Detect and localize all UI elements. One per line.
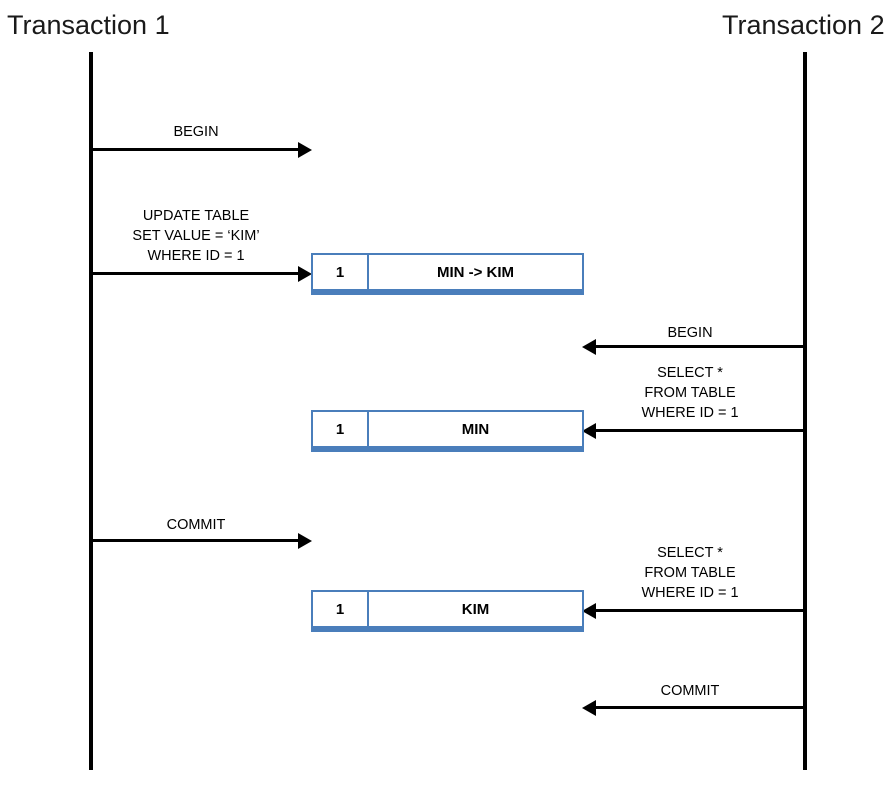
record-value-cell: MIN: [461, 420, 490, 438]
lifeline-transaction-1: [89, 52, 93, 770]
record-id-cell: 1: [313, 255, 369, 289]
message-label-t1-commit: COMMIT: [166, 517, 226, 533]
record-box-read-new: 1 KIM: [311, 590, 584, 628]
message-label-t1-update: UPDATE TABLE SET VALUE = ‘KIM’ WHERE ID …: [132, 208, 260, 264]
arrowhead-left-icon-t2-select-1: [582, 422, 596, 439]
message-line-t1-commit: [91, 539, 298, 542]
arrowhead-right-icon-t1-update: [298, 265, 312, 282]
message-line-t1-update: [91, 272, 298, 275]
lifeline-transaction-2: [803, 52, 807, 770]
arrowhead-left-icon-t2-select-2: [582, 602, 596, 619]
message-label-t2-select-2: SELECT * FROM TABLE WHERE ID = 1: [641, 545, 739, 601]
record-box-update: 1 MIN -> KIM: [311, 253, 584, 291]
message-label-t2-select-1: SELECT * FROM TABLE WHERE ID = 1: [641, 365, 739, 421]
arrowhead-right-icon-t1-commit: [298, 532, 312, 549]
record-id-cell: 1: [313, 592, 369, 626]
message-line-t2-commit: [596, 706, 805, 709]
arrowhead-left-icon-t2-begin: [582, 338, 596, 355]
record-box-read-old: 1 MIN: [311, 410, 584, 448]
record-value-cell: KIM: [461, 600, 490, 618]
lifeline-title-transaction-1: Transaction 1: [7, 10, 170, 40]
record-value-cell: MIN -> KIM: [436, 263, 515, 281]
arrowhead-left-icon-t2-commit: [582, 699, 596, 716]
message-label-t1-begin: BEGIN: [173, 124, 219, 140]
record-id-cell: 1: [313, 412, 369, 446]
message-label-t2-begin: BEGIN: [667, 325, 713, 341]
message-line-t2-begin: [596, 345, 805, 348]
message-label-t2-commit: COMMIT: [660, 683, 720, 699]
arrowhead-right-icon-t1-begin: [298, 141, 312, 158]
lifeline-title-transaction-2: Transaction 2: [722, 10, 885, 40]
message-line-t1-begin: [91, 148, 298, 151]
message-line-t2-select-1: [596, 429, 805, 432]
message-line-t2-select-2: [596, 609, 805, 612]
